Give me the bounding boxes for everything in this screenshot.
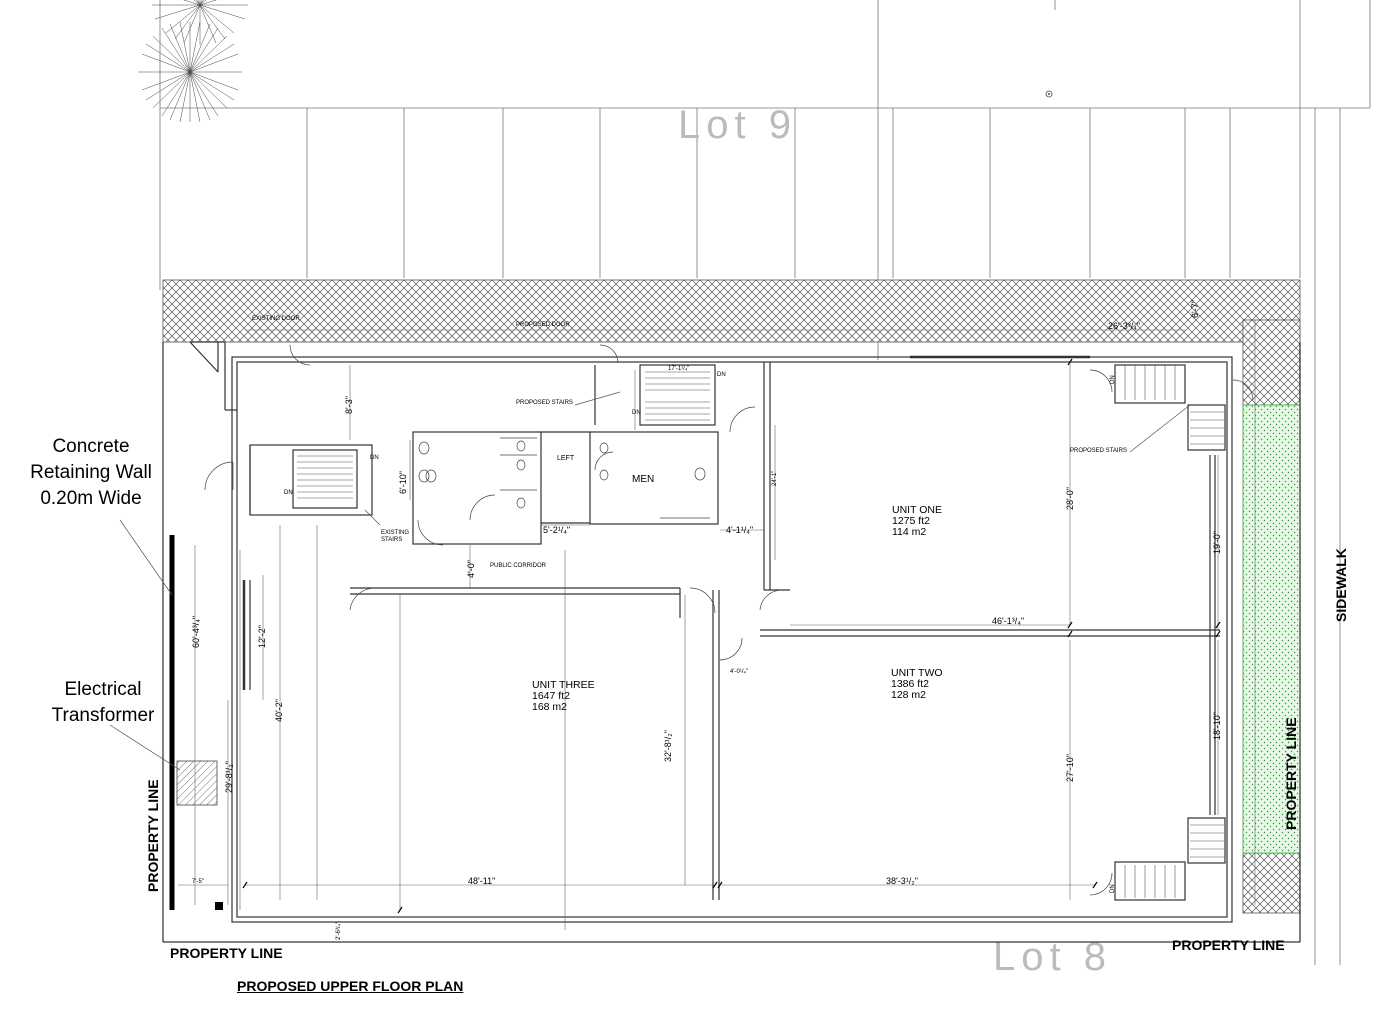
dimension-label: 46'-1³/₄" [992, 616, 1025, 626]
property-line-south: PROPERTY LINE [170, 945, 283, 961]
dimension-label: 17'-1¹/₄" [668, 366, 690, 372]
dimension-label: 48'-11" [468, 876, 496, 886]
dimension-label: 4'-1¹/₄" [726, 525, 754, 535]
dimension-label: 2'-6³/₄" [336, 921, 342, 940]
public-corridor-label: PUBLIC CORRIDOR [490, 563, 547, 569]
drawing-title: PROPOSED UPPER FLOOR PLAN [237, 978, 464, 994]
unit-two-label: UNIT TWO 1386 ft2 128 m2 [891, 668, 943, 701]
property-line-east: PROPERTY LINE [1283, 717, 1299, 830]
door-swings [204, 344, 1254, 896]
parking-lot-lines [159, 0, 1371, 965]
property-boundary [162, 342, 1301, 943]
down-arrow-label: DN [284, 490, 293, 496]
unit-three-label: UNIT THREE 1647 ft2 168 m2 [532, 680, 595, 713]
unit-area-ft: 1275 ft2 [892, 515, 930, 527]
dimension-label: 29'-8¹/₂" [224, 761, 234, 793]
dimension-lines [178, 320, 1256, 930]
dimension-label: 24'-1" [772, 470, 778, 486]
dimension-label: 19'-0" [1212, 531, 1222, 554]
dimension-label: 26'-3³/₄" [1108, 321, 1141, 331]
unit-name: UNIT TWO [891, 667, 943, 679]
dimension-label: 4'-0¹/₄" [730, 669, 749, 675]
transformer-callout: Electrical Transformer [28, 677, 178, 729]
unit-area-m: 114 m2 [892, 526, 927, 538]
down-arrow-label: DN [632, 410, 641, 416]
lot-9-label: Lot 9 [678, 103, 797, 147]
paving-north [162, 279, 1301, 343]
stair-treads [297, 365, 1225, 898]
dimension-label: 38'-3¹/₂" [886, 876, 918, 886]
property-line-southeast: PROPERTY LINE [1172, 937, 1285, 953]
unit-name: UNIT THREE [532, 679, 595, 691]
callout-line: Electrical [64, 679, 142, 700]
proposed-door-label: PROPOSED DOOR [516, 322, 570, 328]
dimension-label: 6'-7" [1190, 300, 1200, 318]
callout-line: 0.20m Wide [40, 488, 142, 509]
lot-8-label: Lot 8 [993, 935, 1112, 979]
paving-southeast [1242, 852, 1301, 914]
callout-line: Transformer [51, 705, 155, 726]
down-arrow-label: DN [1110, 375, 1116, 384]
dimension-label: 60'-4³/₄" [191, 615, 201, 648]
men-washroom-label: MEN [632, 474, 655, 485]
dimension-label: 27'-10" [1065, 754, 1075, 782]
tree-symbol [138, 0, 248, 123]
label-line: STAIRS [381, 537, 403, 543]
proposed-stairs-east-label: PROPOSED STAIRS [1070, 448, 1127, 454]
unit-area-ft: 1386 ft2 [891, 678, 929, 690]
dimension-label: 28'-0" [1065, 487, 1075, 510]
proposed-stairs-label: PROPOSED STAIRS [516, 400, 573, 406]
dimension-label: 18'-10" [1212, 712, 1222, 740]
callout-line: Retaining Wall [30, 462, 152, 483]
unit-area-ft: 1647 ft2 [532, 690, 570, 702]
label-line: EXISTING [381, 530, 410, 536]
dimension-label: 7'-5" [192, 879, 204, 885]
building-walls [189, 341, 1233, 923]
plumbing-fixtures [418, 437, 710, 519]
leader-lines [109, 391, 1191, 771]
dimension-label: 5'-2¹/₄" [543, 525, 571, 535]
unit-name: UNIT ONE [892, 504, 942, 516]
callout-line: Concrete [52, 436, 130, 457]
dimension-label: 8'-3" [344, 396, 354, 414]
dimension-label: 40'-2" [274, 699, 284, 722]
property-line-west: PROPERTY LINE [145, 779, 161, 892]
unit-area-m: 128 m2 [891, 689, 927, 701]
dimension-label: 4'-0" [466, 560, 476, 578]
survey-point [1045, 90, 1053, 98]
dimension-label: 32'-8¹/₂" [663, 730, 673, 762]
unit-one-label: UNIT ONE 1275 ft2 114 m2 [892, 505, 942, 538]
existing-door-label: EXISTING DOOR [252, 316, 300, 322]
down-arrow-label: DN [717, 372, 726, 378]
electrical-transformer [176, 760, 218, 806]
retaining-wall-callout: Concrete Retaining Wall 0.20m Wide [16, 434, 166, 512]
existing-stairs-label: EXISTING STAIRS [381, 530, 409, 544]
dimension-label: 12'-2" [257, 625, 267, 648]
dimension-label: 6'-10" [398, 471, 408, 494]
sidewalk-label: SIDEWALK [1333, 548, 1349, 622]
down-arrow-label: DN [370, 455, 379, 461]
unit-area-m: 168 m2 [532, 701, 568, 713]
green-strip [1242, 404, 1301, 854]
down-arrow-label: DN [1110, 884, 1116, 893]
lift-label: LEFT [557, 455, 575, 462]
dimension-ticks [242, 358, 1221, 914]
